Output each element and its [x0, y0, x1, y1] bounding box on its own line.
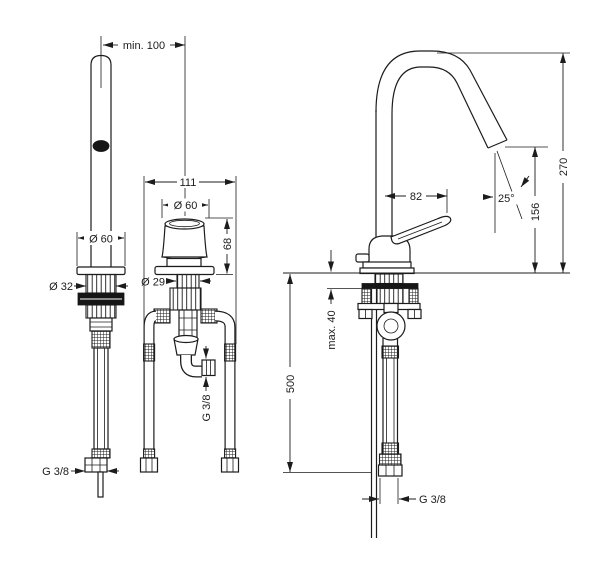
outlet-fitting — [201, 359, 216, 377]
dim-angle-right — [520, 175, 530, 188]
overall-width-label: 111 — [180, 177, 197, 189]
hose-braid-bottom — [91, 448, 111, 459]
handle-diameter-label: Ø 60 — [174, 200, 198, 212]
hose-connector — [89, 317, 113, 332]
hose-left-core — [144, 311, 157, 450]
spout-outer-curve — [375, 50, 508, 141]
label-backing — [84, 231, 118, 245]
valve-cartridge — [169, 287, 202, 311]
hose-tail-pipe — [97, 471, 104, 498]
side-shank — [374, 273, 404, 285]
side-end-nut-knurl — [378, 453, 402, 466]
shank-diameter-label: Ø 32 — [49, 281, 73, 293]
hose-end-nut-right — [220, 457, 240, 473]
label-backing — [497, 191, 519, 205]
min-clearance-label: min. 100 — [123, 40, 165, 52]
spout-inner-curve — [391, 66, 489, 149]
label-backing — [168, 198, 202, 212]
side-view-dimensions: 270 156 82 25° max. 40 500 G 3/8 — [283, 52, 570, 506]
spout-escutcheon — [76, 266, 126, 276]
side-cartridge — [376, 287, 404, 305]
faucet-side-view — [283, 50, 570, 538]
spout-cartridge — [85, 273, 117, 294]
hose-nut-left — [153, 308, 171, 324]
side-hose-thread-label: G 3/8 — [419, 494, 446, 506]
side-escutcheon-top — [362, 261, 412, 269]
total-height-label: 270 — [558, 158, 570, 176]
bell-top — [173, 334, 199, 344]
spout-front-view — [76, 54, 126, 498]
valve-shank-diameter-label: Ø 29 — [141, 277, 165, 289]
side-braid-top — [381, 345, 400, 359]
aerator-outlet — [92, 140, 110, 152]
hose-braid-top — [91, 330, 111, 349]
hose-right-core — [214, 311, 235, 450]
braid-right-bottom — [224, 448, 237, 459]
valve-lower-column — [178, 309, 198, 339]
label-backing — [177, 176, 199, 188]
hose-thread-label: G 3/8 — [42, 466, 69, 478]
supply-hose — [93, 347, 109, 450]
handle-height-label: 68 — [222, 238, 234, 250]
side-end-nut-hex — [377, 464, 403, 477]
outlet-thread-label: G 3/8 — [201, 395, 213, 422]
side-braid-bottom — [381, 442, 400, 455]
side-escutcheon-base — [359, 267, 415, 275]
handle-body — [161, 225, 208, 258]
hose-nut-right — [200, 308, 218, 324]
outlet-height-label: 156 — [530, 203, 542, 221]
max-mounting-thickness-label: max. 40 — [326, 310, 338, 349]
hose-loop-outer — [376, 311, 406, 341]
spout-front-dimensions: min. 100 Ø 60 Ø 32 G 3/8 — [42, 36, 186, 478]
hose-length-label: 500 — [285, 375, 297, 393]
handle-skirt — [166, 257, 202, 268]
valve-front-view — [139, 218, 240, 473]
braid-left-bottom — [143, 448, 156, 459]
spout-reach-label: 82 — [410, 191, 422, 203]
hose-loop-inner — [383, 318, 399, 334]
braid-right-top — [224, 343, 237, 362]
lever-detail — [397, 221, 443, 240]
hose-end-nut-left — [139, 457, 159, 473]
lower-body — [85, 304, 117, 319]
valve-front-dimensions: 111 Ø 60 68 Ø 29 G 3/8 — [141, 176, 237, 422]
stream-angled-line — [496, 150, 523, 220]
loop-connector — [383, 302, 399, 314]
spray-angle-label: 25° — [498, 193, 515, 205]
valve-escutcheon — [154, 265, 215, 276]
outlet-elbow-core — [181, 355, 202, 377]
mounting-plate-top — [361, 283, 419, 289]
side-tab — [355, 253, 370, 263]
valve-shank — [176, 273, 200, 289]
braid-left-top — [143, 343, 156, 362]
handle-top-inner — [169, 219, 200, 228]
spout-outlet-face — [487, 139, 508, 149]
escutcheon-diameter-label: Ø 60 — [89, 234, 113, 246]
